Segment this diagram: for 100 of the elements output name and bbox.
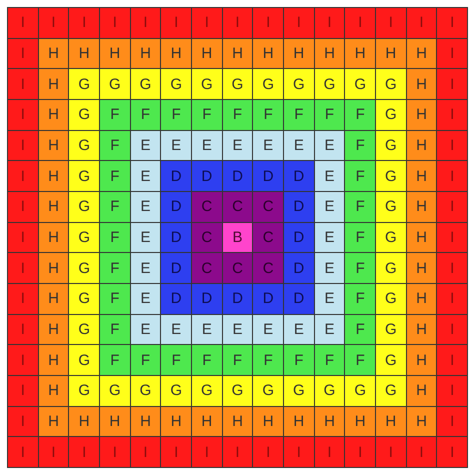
grid-cell: G (283, 375, 315, 407)
grid-cell: G (375, 160, 407, 192)
grid-cell: H (283, 38, 315, 70)
grid-cell: H (283, 406, 315, 438)
grid-cell: D (160, 283, 192, 315)
grid-cell: F (314, 99, 346, 131)
grid-cell: D (191, 160, 223, 192)
grid-cell: F (99, 252, 131, 284)
grid-cell: F (222, 99, 254, 131)
grid-cell: F (130, 99, 162, 131)
grid-cell: I (7, 375, 39, 407)
grid-cell: I (375, 7, 407, 39)
grid-cell: I (7, 314, 39, 346)
grid-cell: D (160, 222, 192, 254)
grid-cell: H (68, 38, 100, 70)
grid-cell: H (99, 38, 131, 70)
grid-cell: I (191, 7, 223, 39)
grid-cell: I (436, 191, 468, 223)
grid-cell: I (68, 7, 100, 39)
grid-cell: F (160, 344, 192, 376)
grid-cell: G (222, 375, 254, 407)
grid-cell: G (130, 68, 162, 100)
grid-cell: G (160, 375, 192, 407)
grid-cell: I (314, 436, 346, 468)
grid-cell: F (344, 314, 376, 346)
grid-cell: F (283, 99, 315, 131)
grid-cell: I (7, 222, 39, 254)
grid-cell: H (38, 99, 70, 131)
grid-cell: I (7, 436, 39, 468)
grid-cell: H (38, 283, 70, 315)
grid-cell: I (344, 7, 376, 39)
grid-cell: G (68, 283, 100, 315)
grid-cell: G (375, 99, 407, 131)
grid-cell: H (38, 160, 70, 192)
grid-cell: F (99, 99, 131, 131)
grid-cell: H (406, 252, 438, 284)
grid-cell: G (68, 160, 100, 192)
grid-cell: I (7, 130, 39, 162)
grid-cell: F (252, 344, 284, 376)
grid-cell: G (375, 191, 407, 223)
grid-cell: H (38, 68, 70, 100)
grid-cell: F (99, 283, 131, 315)
grid-cell: H (160, 406, 192, 438)
grid-cell: E (314, 160, 346, 192)
grid-cell: C (252, 252, 284, 284)
grid-cell: H (38, 252, 70, 284)
grid-cell: G (191, 375, 223, 407)
grid-cell: D (283, 222, 315, 254)
grid-cell: F (314, 344, 346, 376)
grid-cell: I (436, 160, 468, 192)
grid-cell: G (68, 314, 100, 346)
grid-cell: I (375, 436, 407, 468)
grid-cell: I (7, 38, 39, 70)
grid-cell: G (68, 344, 100, 376)
grid-cell: I (252, 7, 284, 39)
grid-cell: H (375, 406, 407, 438)
grid-cell: I (68, 436, 100, 468)
grid-cell: I (436, 222, 468, 254)
grid-cell: H (191, 38, 223, 70)
grid-cell: E (252, 130, 284, 162)
grid-cell: G (252, 375, 284, 407)
grid-cell: I (99, 436, 131, 468)
grid-cell: E (160, 314, 192, 346)
grid-cell: I (160, 436, 192, 468)
grid-cell: D (252, 160, 284, 192)
grid-cell: F (99, 222, 131, 254)
grid-cell: C (222, 191, 254, 223)
grid-cell: F (344, 222, 376, 254)
grid-cell: D (160, 191, 192, 223)
grid-cell: I (99, 7, 131, 39)
grid-cell: G (99, 375, 131, 407)
grid-cell: E (314, 191, 346, 223)
grid-cell: G (99, 68, 131, 100)
grid-cell: I (222, 436, 254, 468)
grid-cell: G (375, 222, 407, 254)
grid-cell: I (436, 375, 468, 407)
grid-cell: D (283, 160, 315, 192)
grid-cell: F (99, 314, 131, 346)
grid-cell: G (375, 252, 407, 284)
grid-cell: F (99, 130, 131, 162)
grid-cell: F (160, 99, 192, 131)
grid-cell: I (130, 436, 162, 468)
grid-cell: I (7, 252, 39, 284)
grid-cell: G (191, 68, 223, 100)
grid-cell: D (160, 252, 192, 284)
grid-cell: D (283, 252, 315, 284)
grid-cell: I (406, 7, 438, 39)
grid-cell: I (7, 7, 39, 39)
grid-cell: H (38, 375, 70, 407)
grid-cell: H (406, 375, 438, 407)
grid-cell: G (375, 375, 407, 407)
grid-cell: I (436, 406, 468, 438)
grid-cell: G (68, 99, 100, 131)
grid-cell: I (344, 436, 376, 468)
grid-cell: I (406, 436, 438, 468)
grid-cell: I (283, 436, 315, 468)
grid-cell: C (191, 191, 223, 223)
grid-cell: F (130, 344, 162, 376)
grid-cell: I (436, 38, 468, 70)
grid-cell: H (375, 38, 407, 70)
